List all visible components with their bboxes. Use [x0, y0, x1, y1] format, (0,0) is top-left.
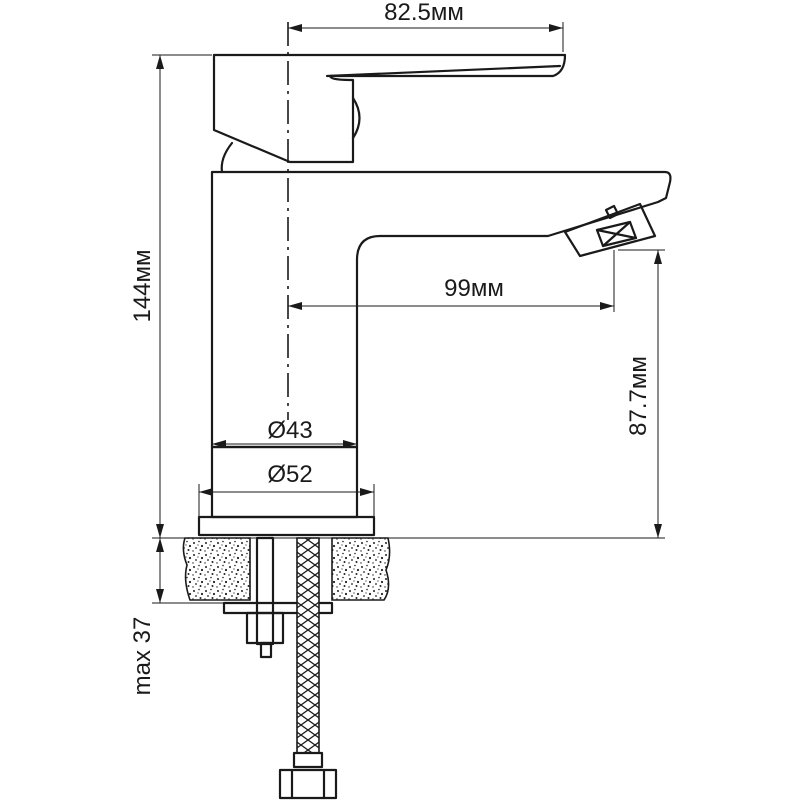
- dim-spout-reach: 99мм: [288, 250, 615, 312]
- aerator: [563, 202, 657, 258]
- dim-label-spout-height: 87.7мм: [625, 356, 652, 436]
- dim-spout-height: 87.7мм: [618, 249, 665, 538]
- dim-label-body-diameter: Ø43: [267, 417, 312, 444]
- dim-counter-thickness: max 37: [129, 538, 224, 695]
- countertop-section: [182, 537, 391, 601]
- dim-label-counter-thickness: max 37: [129, 617, 156, 696]
- dim-label-handle-reach: 82.5мм: [384, 0, 464, 26]
- dim-handle-reach: 82.5мм: [288, 0, 564, 52]
- lever-handle: [212, 53, 567, 174]
- dim-total-height: 144мм: [129, 54, 212, 538]
- dim-label-total-height: 144мм: [129, 249, 156, 322]
- base-collar: [197, 445, 376, 537]
- dim-body-diameter: Ø43: [212, 417, 357, 448]
- dim-base-diameter: Ø52: [198, 461, 375, 517]
- supply-hose: [278, 537, 338, 800]
- dim-label-spout-reach: 99мм: [444, 275, 504, 302]
- faucet-body: [210, 170, 672, 449]
- dim-label-base-diameter: Ø52: [267, 461, 312, 488]
